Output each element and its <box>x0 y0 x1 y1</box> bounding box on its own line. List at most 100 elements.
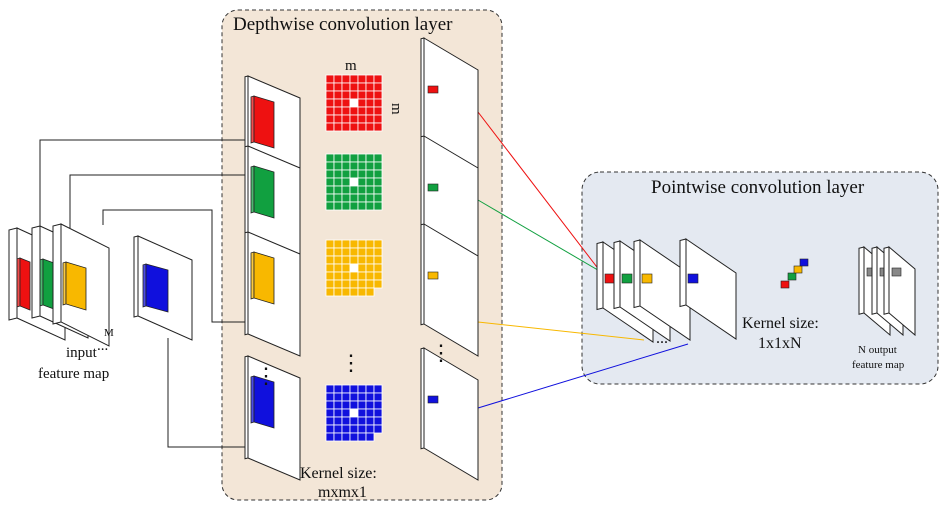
kernel-grid-blue-cell <box>365 424 375 434</box>
kernel-grid-red-cell <box>341 122 351 132</box>
depthwise-channel-patch-green <box>250 165 275 219</box>
kernel-grid-blue-cell <box>365 400 375 410</box>
kernel-grid-blue-cell <box>357 416 367 426</box>
kernel-grid-red-cell <box>357 122 367 132</box>
output-feature-map-2-edge <box>871 246 878 315</box>
kernel-grid-blue-cell <box>325 408 335 418</box>
kernel-grid-yellow-cell <box>373 279 383 289</box>
pointwise-input-pixel-blue <box>687 273 699 284</box>
depthwise-output-pixel-blue <box>427 395 439 404</box>
input-patch-green <box>39 258 55 310</box>
kernel-grid-green-cell <box>365 185 375 195</box>
kernel-grid-red-cell <box>365 122 375 132</box>
kernel-grid-yellow-cell <box>357 239 367 249</box>
kernel-grid-yellow-cell <box>349 255 359 265</box>
kernel-grid-blue-cell <box>349 392 359 402</box>
kernel-grid-yellow-cell <box>333 263 343 273</box>
kernel-grid-red <box>325 74 383 132</box>
pointwise-panel <box>581 171 939 385</box>
kernel-grid-red-cell <box>365 90 375 100</box>
kernel-grid-green-cell <box>365 193 375 203</box>
kernel-grid-yellow-cell <box>349 279 359 289</box>
kernel-grid-red-cell <box>341 114 351 124</box>
kernel-vdots: ⋮ <box>340 350 362 375</box>
kernel-grid-blue-cell <box>365 392 375 402</box>
depthwise-channel-patch-red-face <box>253 95 275 149</box>
kernel-grid-green-cell <box>341 169 351 179</box>
kernel-grid-blue-cell <box>373 392 383 402</box>
kernel-grid-red-cell <box>373 82 383 92</box>
depthwise-kernel-size-label: Kernel size: <box>300 465 377 482</box>
depthwise-channel-patch-yellow-face <box>253 251 275 305</box>
kernel-grid-red-cell <box>357 74 367 84</box>
pointwise-input-map-yellow-edge <box>633 239 641 309</box>
kernel-grid-yellow-cell <box>357 247 367 257</box>
kernel-grid-green-cell <box>341 153 351 163</box>
kernel-grid-blue <box>325 384 383 442</box>
depthwise-output-pixel-green <box>427 183 439 192</box>
kernel-grid-green-cell <box>325 153 335 163</box>
kernel-grid-yellow-cell <box>373 247 383 257</box>
input-patch-red-face <box>19 257 31 311</box>
input-patch-green-face <box>42 258 55 310</box>
kernel-grid-yellow-cell <box>357 279 367 289</box>
kernel-grid-blue-cell <box>333 424 343 434</box>
kernel-grid-green-cell <box>373 177 383 187</box>
depthwise-channel-patch-blue <box>250 375 275 429</box>
depthwise-output-map-yellow-face <box>423 223 479 357</box>
kernel-grid-blue-cell <box>373 400 383 410</box>
kernel-grid-red-cell <box>333 74 343 84</box>
kernel-grid-blue-cell <box>357 384 367 394</box>
kernel-grid-red-cell <box>365 98 375 108</box>
kernel-grid-green-cell <box>333 177 343 187</box>
kernel-grid-red-cell <box>333 98 343 108</box>
depthwise-output-map-blue <box>420 347 479 481</box>
depthwise-output-map-yellow <box>420 223 479 357</box>
input-channel-count-label: M <box>104 327 114 339</box>
pointwise-input-map-yellow-face <box>639 239 691 341</box>
input-patch-red <box>16 257 31 311</box>
kernel-grid-blue-cell <box>373 416 383 426</box>
depthwise-title: Depthwise convolution layer <box>233 14 453 35</box>
kernel-grid-green-cell <box>341 193 351 203</box>
output-feature-map-3-edge <box>883 246 890 315</box>
kernel-grid-green-cell <box>333 193 343 203</box>
output-map-vdots: ⋮ <box>430 340 452 365</box>
kernel-grid-blue-cell <box>357 392 367 402</box>
kernel-grid-green-cell <box>341 177 351 187</box>
kernel-grid-red-cell <box>365 74 375 84</box>
depthwise-channel-patch-yellow <box>250 251 275 305</box>
kernel-grid-blue-cell <box>325 384 335 394</box>
kernel-grid-yellow-cell <box>349 239 359 249</box>
kernel-grid-green-cell <box>365 169 375 179</box>
pointwise-input-map-blue-edge <box>679 238 687 308</box>
kernel-grid-red-cell <box>349 106 359 116</box>
kernel-grid-yellow-cell <box>341 263 351 273</box>
kernel-grid-blue-cell <box>357 408 367 418</box>
kernel-grid-red-cell <box>341 106 351 116</box>
kernel-grid-green-cell <box>357 169 367 179</box>
input-patch-yellow-face <box>65 261 87 311</box>
kernel-grid-green-cell <box>357 177 367 187</box>
depthwise-output-map-blue-face <box>423 347 479 481</box>
kernel-grid-red-cell <box>325 74 335 84</box>
kernel-grid-yellow-cell <box>333 279 343 289</box>
kernel-grid-yellow-cell <box>357 271 367 281</box>
pointwise-input-map-yellow <box>633 239 691 341</box>
kernel-grid-blue-cell <box>341 408 351 418</box>
kernel-grid-green-cell <box>333 201 343 211</box>
kernel-grid-green-cell <box>373 161 383 171</box>
kernel-grid-yellow-cell <box>373 239 383 249</box>
kernel-grid-blue-cell <box>373 384 383 394</box>
kernel-grid-green-cell <box>325 169 335 179</box>
kernel-grid-green-cell <box>373 169 383 179</box>
kernel-grid-green-cell <box>333 169 343 179</box>
kernel-grid-blue-cell <box>349 424 359 434</box>
kernel-grid-red-cell <box>341 82 351 92</box>
kernel-grid-red-cell <box>333 122 343 132</box>
kernel-grid-blue-cell <box>365 416 375 426</box>
output-feature-map-label-line1: N output <box>858 344 897 356</box>
kernel-grid-yellow-cell <box>349 271 359 281</box>
kernel-grid-red-cell <box>349 114 359 124</box>
input-sheet-3-edge <box>52 223 62 325</box>
